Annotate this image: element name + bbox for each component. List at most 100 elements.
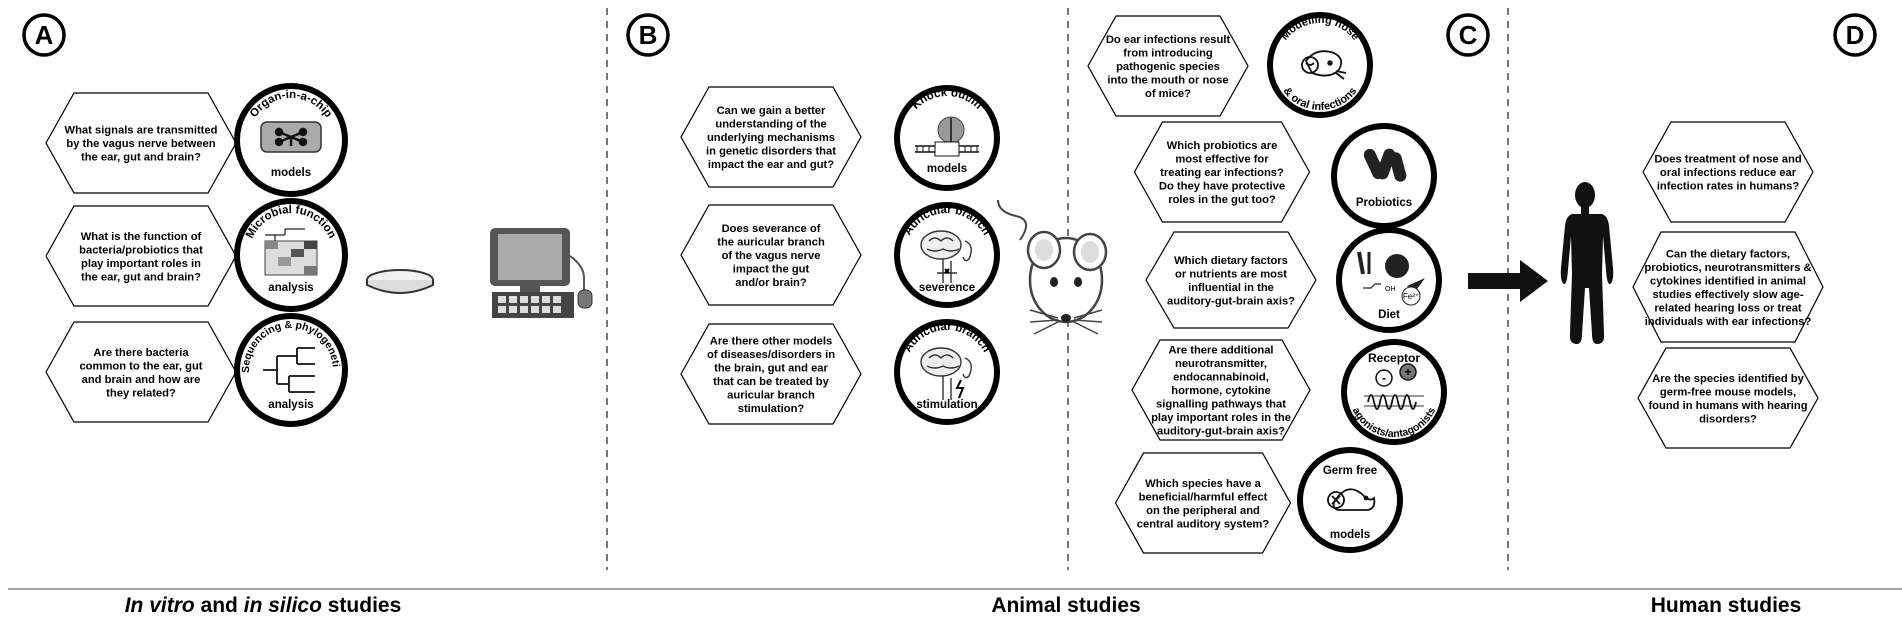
circle-diet: OH Fe²⁺ Diet — [1336, 227, 1442, 333]
footer-in-vitro-in-silico: In vitro and in silico studies — [125, 594, 402, 617]
svg-text:models: models — [927, 163, 967, 175]
svg-text:OH: OH — [1385, 286, 1396, 293]
circle-probiotics: Probiotics — [1331, 123, 1437, 229]
panel-label-c: C — [1446, 13, 1490, 57]
question-line: Which species have a — [1145, 478, 1261, 490]
brain-stimulation-icon — [920, 347, 972, 400]
question-line: probiotics, neurotransmitters & — [1644, 262, 1811, 274]
question-line: studies effectively slow age- — [1652, 289, 1803, 301]
question-line: endocannabinoid, — [1173, 372, 1269, 384]
question-line: Can we gain a better — [717, 105, 826, 117]
hexagon-outline — [680, 86, 862, 188]
question-line: of mice? — [1145, 88, 1191, 100]
question-line: understanding of the — [715, 119, 826, 131]
question-line: in genetic disorders that — [706, 146, 836, 158]
question-line: play important roles in — [81, 258, 201, 270]
svg-text:B: B — [639, 20, 658, 50]
question-line: by the vagus nerve between — [66, 138, 215, 150]
hexagon-outline — [1133, 121, 1311, 223]
bacteria-icon — [1363, 148, 1407, 182]
question-line: auditory-gut-brain axis? — [1157, 426, 1285, 438]
phylogenetic-tree-icon — [263, 347, 315, 393]
question-line: the ear, gut and brain? — [81, 271, 201, 283]
footer-human-studies: Human studies — [1651, 594, 1802, 617]
question-line: Can the dietary factors, — [1666, 248, 1790, 260]
question-line: from introducing — [1123, 48, 1213, 60]
question-line: common to the ear, gut — [79, 360, 202, 372]
hexagon-outline — [1145, 231, 1317, 329]
circle-germ-free: Germ free models — [1297, 447, 1403, 553]
wave-icon — [1367, 394, 1417, 410]
hexagon-outline — [1114, 452, 1292, 554]
question-line: Does severance of — [722, 223, 821, 235]
svg-text:models: models — [271, 167, 311, 179]
question-hexagon-genetic-disorders: Can we gain a better understanding of the… — [680, 86, 862, 188]
question-line: disorders? — [1699, 413, 1757, 425]
question-line: the ear, gut and brain? — [81, 152, 201, 164]
question-line: signalling pathways that — [1156, 399, 1286, 411]
question-line: that can be treated by — [713, 376, 829, 388]
circle-modelling-nose-oral: Modelling nose & oral infections — [1267, 12, 1373, 118]
circle-receptor-agonists: Receptor - + agonists/antagonists — [1341, 339, 1447, 445]
question-line: the auricular branch — [717, 237, 825, 249]
diet-food-icon — [1357, 251, 1425, 306]
heatmap-icon — [264, 228, 318, 276]
question-line: Do ear infections result — [1106, 34, 1231, 46]
question-line: neurotransmitter, — [1175, 358, 1267, 370]
brain-ear-icon — [920, 230, 972, 283]
svg-text:D: D — [1846, 20, 1865, 50]
chip-network-icon — [274, 127, 308, 147]
computer-icon — [490, 228, 593, 318]
circle-auricular-stimulation: Auricular branch stimulation — [894, 319, 1000, 425]
question-line: influential in the — [1188, 282, 1274, 294]
question-line: Which probiotics are — [1167, 140, 1278, 152]
question-line: on the peripheral and — [1146, 505, 1260, 517]
question-line: or nutrients are most — [1175, 268, 1287, 280]
svg-text:severence: severence — [919, 282, 975, 294]
question-line: auditory-gut-brain axis? — [1167, 295, 1295, 307]
circle-organ-in-a-chip: Organ-in-a-chip models — [234, 83, 348, 197]
hexagon-outline — [1087, 15, 1249, 117]
arrow-to-humans-icon — [1468, 260, 1548, 302]
hexagon-outline — [680, 323, 862, 425]
question-line: Are there bacteria — [93, 347, 189, 359]
germ-free-mouse-icon — [1327, 488, 1376, 511]
question-line: oral infections reduce ear — [1660, 167, 1797, 179]
hexagon-outline — [1131, 339, 1311, 441]
question-line: bacteria/probiotics that — [79, 244, 203, 256]
svg-text:Fe²⁺: Fe²⁺ — [1403, 292, 1419, 301]
question-hexagon-ear-infections: Do ear infections result from introducing… — [1087, 15, 1249, 117]
question-line: related hearing loss or treat — [1654, 302, 1802, 314]
question-line: Are there other models — [710, 335, 832, 347]
svg-text:Germ free: Germ free — [1323, 465, 1377, 477]
question-line: they related? — [106, 387, 176, 399]
question-line: Which dietary factors — [1174, 255, 1288, 267]
lab-mouse-icon — [997, 199, 1108, 335]
svg-text:stimulation: stimulation — [916, 399, 977, 411]
question-line: germ-free mouse models, — [1660, 386, 1796, 398]
question-line: into the mouth or nose — [1107, 75, 1228, 87]
svg-text:Diet: Diet — [1378, 309, 1400, 321]
question-line: Do they have protective — [1159, 181, 1285, 193]
question-hexagon-bacteria-function: What is the function ofbacteria/probioti… — [45, 205, 237, 307]
svg-text:C: C — [1459, 20, 1478, 50]
question-line: the brain, gut and ear — [714, 362, 828, 374]
question-line: pathogenic species — [1116, 61, 1220, 73]
question-line: underlying mechanisms — [707, 132, 835, 144]
question-line: Does treatment of nose and — [1654, 154, 1801, 166]
circle-knock-out-in: Knock out/in models — [894, 85, 1000, 191]
question-line: What is the function of — [81, 231, 202, 243]
panel-label-a: A — [22, 13, 66, 57]
hexagon-outline — [1632, 231, 1824, 343]
question-line: infection rates in humans? — [1657, 181, 1800, 193]
hexagon-outline — [680, 204, 862, 306]
